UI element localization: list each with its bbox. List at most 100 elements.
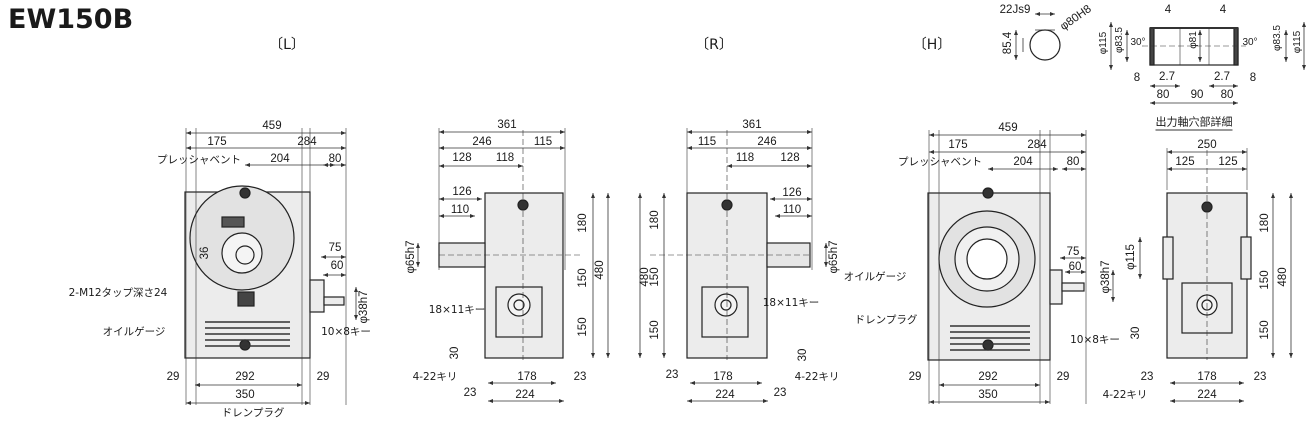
detail-title: 出力軸穴部詳細 bbox=[1155, 115, 1233, 131]
view-label-r: 〔R〕 bbox=[695, 37, 733, 53]
dimension-label: 246 bbox=[472, 136, 492, 148]
dimension-label: φ115 bbox=[1292, 30, 1303, 54]
annotation-label: 10×8キー bbox=[1070, 334, 1120, 346]
dimension-label: 60 bbox=[1068, 261, 1082, 273]
dimension-label: 29 bbox=[166, 371, 180, 383]
bore bbox=[720, 299, 732, 311]
dimension-label: 178 bbox=[713, 371, 733, 383]
dimension-label: 150 bbox=[1259, 270, 1271, 290]
dimension-label: 23 bbox=[1253, 371, 1267, 383]
dimension-label: 22Js9 bbox=[999, 4, 1031, 16]
dimension-label: φ83.5 bbox=[1114, 27, 1125, 53]
dimension-label: 350 bbox=[235, 389, 255, 401]
dimension-label: 115 bbox=[533, 136, 553, 148]
arrowhead bbox=[1062, 167, 1086, 171]
dimension-label: 180 bbox=[577, 213, 589, 233]
dimension-label: 4 bbox=[1164, 4, 1172, 16]
dimension-label: 23 bbox=[773, 387, 787, 399]
dimension-label: 284 bbox=[1027, 139, 1047, 151]
annotation-label: 4-22キリ bbox=[412, 371, 458, 383]
dimension-label: 459 bbox=[998, 122, 1018, 134]
dimension-label: 125 bbox=[1175, 156, 1195, 168]
drain-plug bbox=[239, 339, 251, 351]
dimension-label: 128 bbox=[452, 152, 472, 164]
dimension-label: 150 bbox=[1259, 320, 1271, 340]
input-shaft bbox=[1061, 282, 1085, 292]
dimension-label: 30 bbox=[1130, 326, 1142, 340]
dimension-label: φ38h7 bbox=[358, 290, 370, 324]
dimension-label: 23 bbox=[1140, 371, 1154, 383]
dimension-label: 178 bbox=[517, 371, 537, 383]
dimension-label: 180 bbox=[649, 210, 661, 230]
arrowhead bbox=[1302, 22, 1306, 70]
dimension-label: 350 bbox=[978, 389, 998, 401]
arrowhead bbox=[770, 197, 812, 201]
dimension-label: 80 bbox=[328, 153, 342, 165]
dimension-label: 175 bbox=[948, 139, 968, 151]
annotation-label: 2-M12タップ深さ24 bbox=[68, 287, 168, 299]
annotation-label: プレッシャベント bbox=[898, 156, 982, 168]
left-groove bbox=[1149, 27, 1155, 66]
input-shaft-r bbox=[766, 242, 811, 268]
dimension-label: 75 bbox=[328, 242, 342, 254]
dimension-label: 80 bbox=[1220, 89, 1234, 101]
dimension-label: φ65h7 bbox=[405, 240, 417, 274]
dimension-label: 150 bbox=[577, 317, 589, 337]
dimension-label: 125 bbox=[1218, 156, 1238, 168]
output-bore bbox=[507, 293, 531, 317]
dimension-label: 90 bbox=[1190, 89, 1204, 101]
output-hub bbox=[221, 232, 263, 274]
vent-plug bbox=[982, 187, 994, 199]
arrowhead bbox=[1035, 12, 1055, 16]
dimension-label: 459 bbox=[262, 120, 282, 132]
dimension-label: 224 bbox=[715, 389, 735, 401]
dimension-label: 126 bbox=[452, 186, 472, 198]
dimension-label: 4 bbox=[1219, 4, 1227, 16]
dimension-label: 480 bbox=[1277, 267, 1289, 287]
dimension-label: 23 bbox=[665, 369, 679, 381]
dimension-label: 224 bbox=[1197, 389, 1217, 401]
dimension-label: 361 bbox=[497, 119, 517, 131]
dimension-label: 204 bbox=[270, 153, 290, 165]
arrowhead bbox=[1138, 237, 1142, 279]
arrowhead bbox=[1065, 270, 1086, 274]
dimension-label: 118 bbox=[495, 152, 515, 164]
flange-left bbox=[1162, 236, 1174, 280]
input-flange bbox=[309, 279, 325, 313]
dimension-label: 30° bbox=[1242, 37, 1258, 48]
annotation-label: プレッシャベント bbox=[157, 154, 241, 166]
dimension-label: φ115 bbox=[1098, 31, 1109, 55]
arrowhead bbox=[439, 197, 482, 201]
arrowhead bbox=[824, 243, 828, 267]
annotation-label: ドレンプラグ bbox=[854, 314, 918, 326]
dimension-label: 23 bbox=[573, 371, 587, 383]
annotation-label: 4-22キリ bbox=[1102, 389, 1148, 401]
vent-plug bbox=[239, 187, 251, 199]
dimension-label: φ115 bbox=[1125, 244, 1137, 270]
dimension-label: 30° bbox=[1130, 37, 1146, 48]
flange-right bbox=[1240, 236, 1252, 280]
dimension-label: 29 bbox=[316, 371, 330, 383]
arrowhead bbox=[323, 163, 346, 167]
dimension-label: 29 bbox=[908, 371, 922, 383]
arrowhead bbox=[323, 273, 346, 277]
dimension-label: 85.4 bbox=[1002, 31, 1014, 55]
view-label-l: 〔L〕 bbox=[269, 37, 305, 53]
annotation-label: オイルゲージ bbox=[102, 326, 166, 338]
dimension-label: 110 bbox=[782, 204, 802, 216]
dimension-label: 150 bbox=[577, 268, 589, 288]
dimension-label: 80 bbox=[1156, 89, 1170, 101]
dimension-label: 2.7 bbox=[1159, 71, 1175, 83]
dimension-label: 175 bbox=[207, 136, 227, 148]
input-shaft bbox=[323, 296, 345, 306]
dimension-label: 292 bbox=[978, 371, 998, 383]
dimension-label: 128 bbox=[780, 152, 800, 164]
dimension-label: 23 bbox=[463, 387, 477, 399]
dimension-label: φ81 bbox=[1188, 31, 1199, 49]
annotation-label: ドレンプラグ bbox=[221, 407, 285, 419]
dimension-label: 2.7 bbox=[1214, 71, 1230, 83]
dimension-label: 204 bbox=[1013, 156, 1033, 168]
dimension-label: 178 bbox=[1197, 371, 1217, 383]
output-bore bbox=[714, 293, 738, 317]
